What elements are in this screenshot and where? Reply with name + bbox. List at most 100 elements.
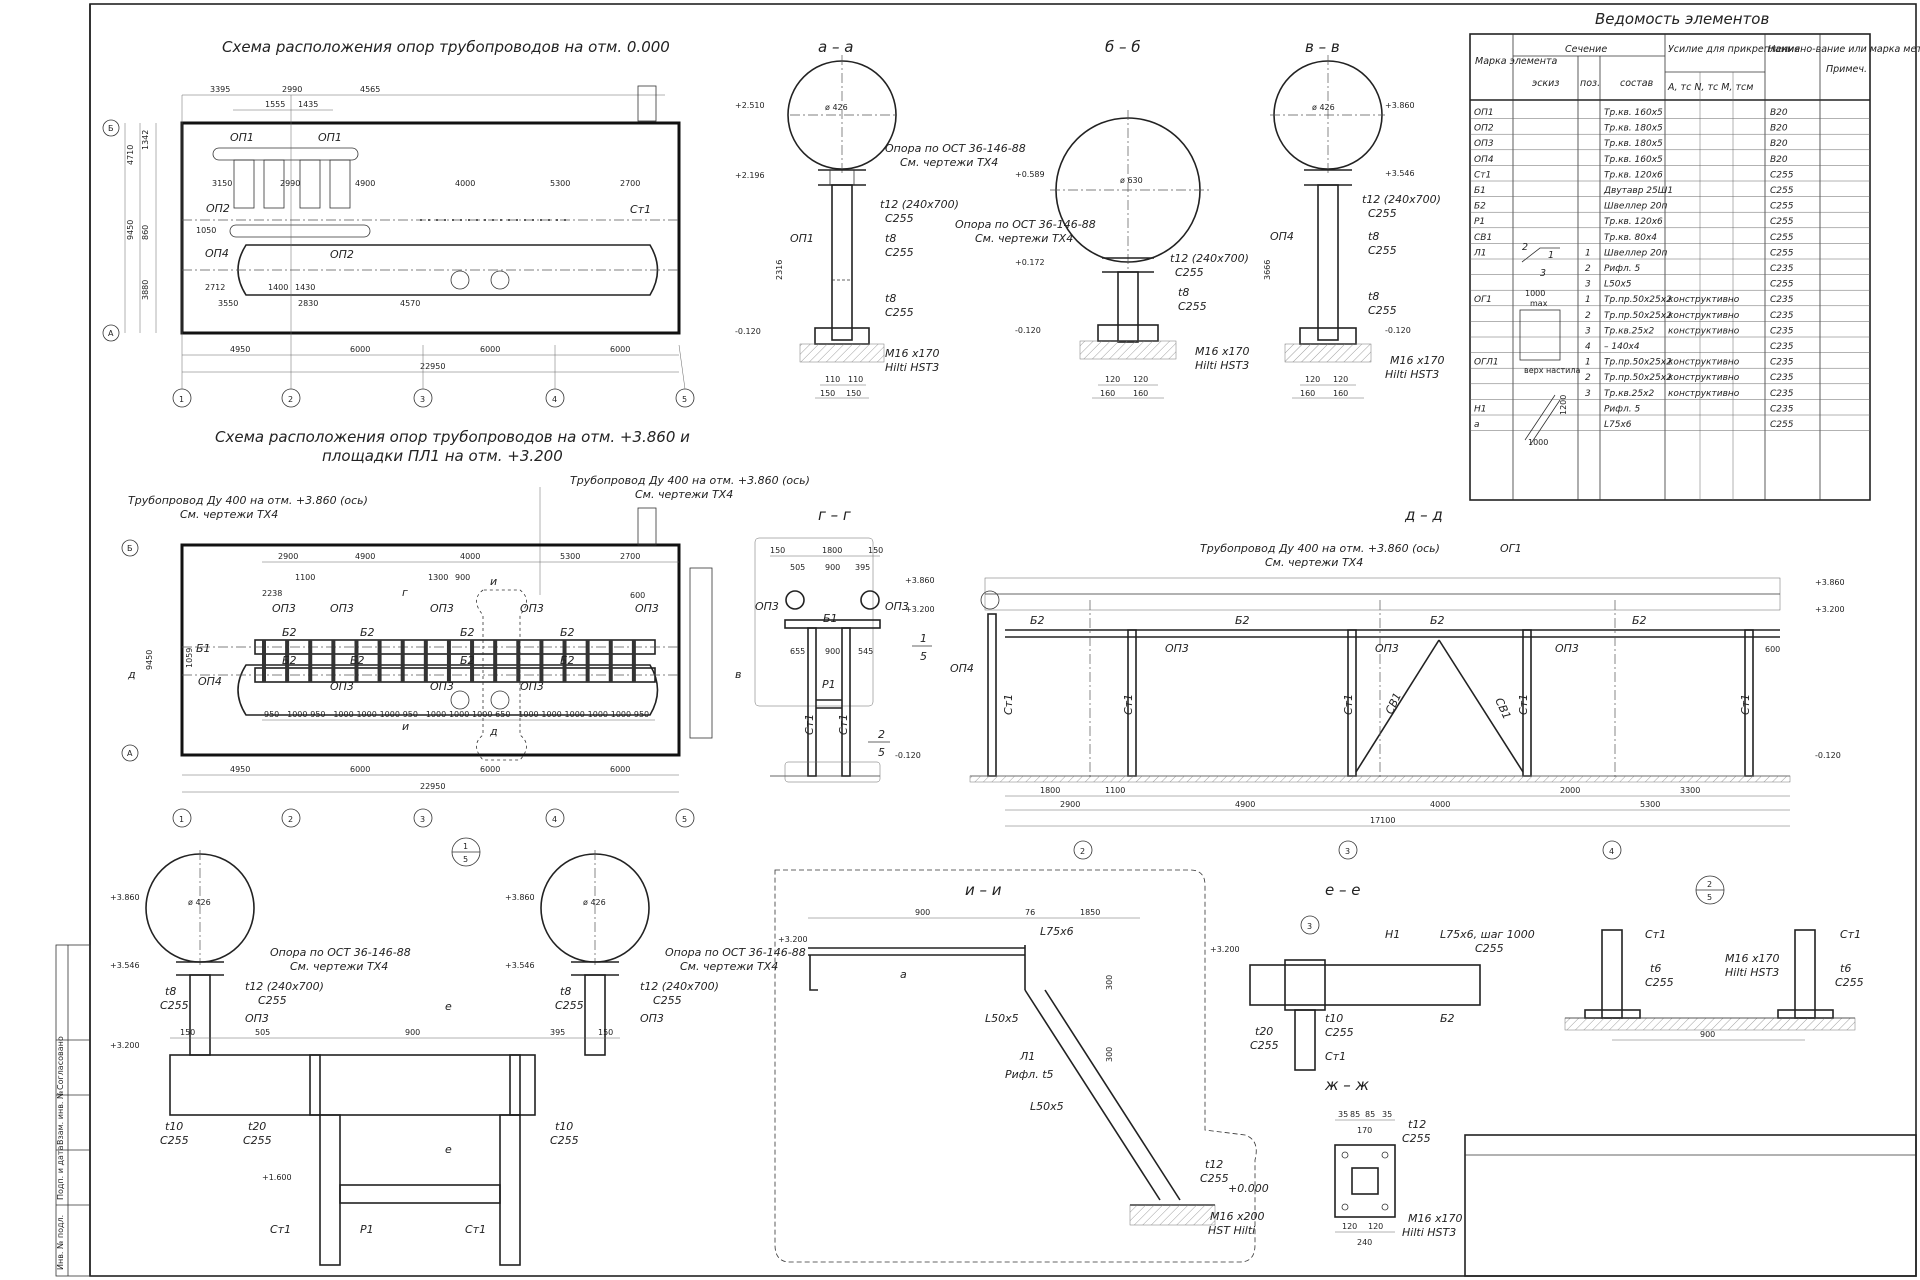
table-cell-comp: Рифл. 5: [1604, 404, 1640, 414]
platform-joist: [608, 640, 613, 682]
section-bottom-left: ø 426 ø 426 +3.860 +3.546 +3.200 +1.600 …: [110, 850, 806, 1266]
callout: t10: [165, 1120, 183, 1133]
stamp-soglas: Согласовано: [56, 1036, 65, 1090]
table-cell-metal: С255: [1770, 217, 1794, 227]
dim: 120: [1105, 375, 1120, 384]
elevation: -0.120: [1015, 326, 1041, 335]
sketch-note: max: [1530, 299, 1548, 308]
callout: С255: [1368, 244, 1397, 257]
table-cell-metal: С235: [1770, 295, 1794, 305]
table-cell-mark: Ст1: [1474, 170, 1491, 180]
plan2-top-dims: 2900 4900 4000 5300 2700 1100 1300 900 2…: [262, 552, 679, 600]
elevation: -0.120: [895, 751, 921, 760]
support-label: ОП3: [1165, 642, 1189, 655]
callout: См. чертежи ТХ4: [1265, 556, 1363, 569]
support-label: ОП3: [520, 680, 544, 693]
section-title: б – б: [1105, 38, 1141, 56]
section-title: е – е: [1325, 881, 1361, 899]
table-cell-mark: СВ1: [1474, 233, 1492, 243]
dim: 76: [1025, 908, 1035, 917]
callout: Опора по ОСТ 36-146-88: [885, 142, 1026, 155]
dim: 1000: [287, 710, 307, 719]
table-cell-force: конструктивно: [1668, 358, 1740, 368]
dim: 120: [1133, 375, 1148, 384]
dim: 3150: [212, 179, 232, 188]
section-gg: г – г +3.860 +3.200 -0.120 ОП3 ОП3 Б1 Р1…: [754, 506, 935, 783]
table-cell-comp: Тр.кв. 160х5: [1604, 108, 1663, 118]
callout: С255: [1368, 304, 1397, 317]
chimney: [637, 85, 657, 122]
table-cell-metal: С235: [1770, 264, 1794, 274]
support-label: ОП2: [330, 248, 354, 261]
dim: 2700: [620, 552, 640, 561]
platform-joist: [631, 640, 636, 682]
dim: 1342: [141, 130, 150, 150]
elevation: -0.120: [1815, 751, 1841, 760]
beam-label: Б2: [560, 626, 575, 639]
axis-label: 2: [288, 815, 293, 824]
table-cell-comp: Тр.кв.25х2: [1604, 389, 1654, 399]
callout: Р1: [822, 678, 836, 691]
dim: 120: [1305, 375, 1320, 384]
elements-table: Ведомость элементов Марка элемента Сечен…: [1469, 10, 1920, 501]
callout: С255: [1475, 942, 1504, 955]
dim: 5300: [550, 179, 570, 188]
dim: 3880: [141, 280, 150, 300]
callout: Р1: [360, 1223, 374, 1236]
support-label: ОП2: [206, 202, 230, 215]
dim: 2700: [620, 179, 640, 188]
dim: 900: [825, 647, 840, 656]
callout: См. чертежи ТХ4: [290, 960, 388, 973]
diameter: ø 426: [1312, 103, 1335, 112]
elevation: +3.200: [905, 605, 935, 614]
beam-label: Б2: [282, 626, 297, 639]
callout: t10: [1325, 1012, 1343, 1025]
table-header: Сечение: [1565, 44, 1607, 55]
plan2-axis-numbers: 1 2 3 4 5: [172, 808, 695, 828]
support-label: ОП3: [1555, 642, 1579, 655]
table-cell-force: конструктивно: [1668, 326, 1740, 336]
dim: 1000: [356, 710, 376, 719]
dim: 1000: [426, 710, 446, 719]
dim: 545: [858, 647, 873, 656]
callout: С255: [555, 999, 584, 1012]
callout: С255: [550, 1134, 579, 1147]
table-cell-pos: 1: [1585, 358, 1591, 368]
detail-cloud: [774, 869, 1257, 1263]
callout: t12 (240х700): [1362, 193, 1441, 206]
dim: 22950: [420, 362, 445, 371]
dim: 600: [630, 591, 645, 600]
table-cell-metal: В20: [1770, 155, 1788, 165]
elevation: +3.200: [1815, 605, 1845, 614]
table-cell-comp: Тр.кв. 180х5: [1604, 139, 1663, 149]
beam-label: Б1: [196, 642, 211, 655]
axis-label: 3: [1345, 847, 1350, 856]
tank-outline: [237, 244, 659, 296]
dim: 120: [1333, 375, 1348, 384]
beam-label: Б2: [460, 626, 475, 639]
pipe-callout: См. чертежи ТХ4: [635, 488, 733, 501]
axis-label: 5: [682, 815, 687, 824]
callout: Ст1: [465, 1223, 486, 1236]
callout: См. чертежи ТХ4: [975, 232, 1073, 245]
callout: t12 (240х700): [245, 980, 324, 993]
table-cell-metal: С255: [1770, 202, 1794, 212]
axis-label: 2: [288, 395, 293, 404]
table-header: А, тс N, тс М, тсм: [1667, 82, 1753, 93]
platform-joist: [562, 640, 567, 682]
table-cell-metal: С235: [1770, 326, 1794, 336]
table-cell-mark: ОП2: [1474, 124, 1494, 134]
table-cell-comp: Тр.кв.25х2: [1604, 326, 1654, 336]
dim: 950: [264, 710, 279, 719]
beam-label: Б2: [1030, 614, 1045, 627]
table-cell-force: конструктивно: [1668, 389, 1740, 399]
beam-label: Б2: [1430, 614, 1445, 627]
elevation: +0.589: [1015, 170, 1045, 179]
support-label: ОП3: [430, 680, 454, 693]
section-title: и – и: [965, 881, 1002, 899]
diameter: ø 426: [825, 103, 848, 112]
table-cell-comp: Швеллер 20п: [1604, 248, 1668, 258]
callout: С255: [1368, 207, 1397, 220]
beam-label: Б2: [360, 626, 375, 639]
